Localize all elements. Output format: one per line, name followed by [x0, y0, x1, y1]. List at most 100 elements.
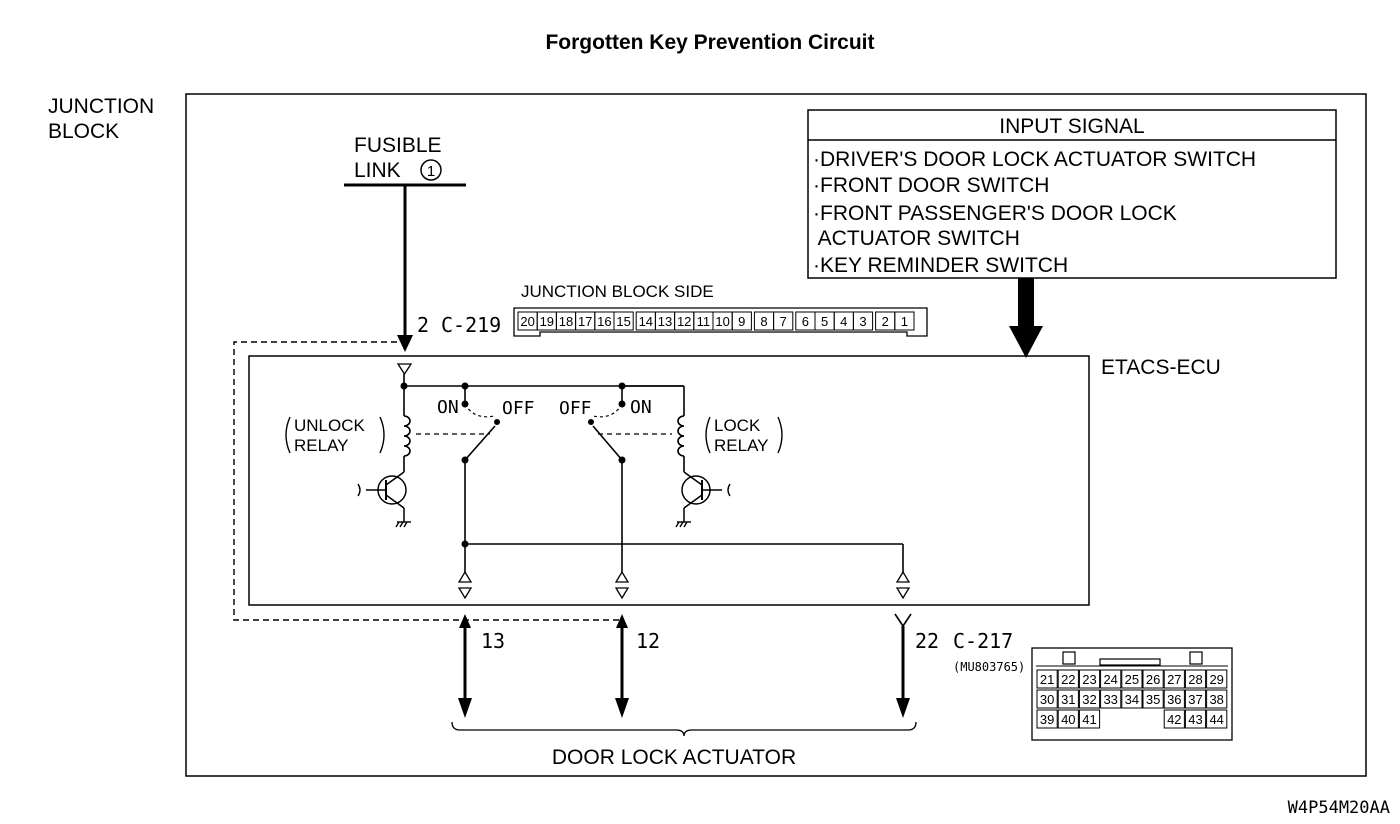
- c217-part-number: (MU803765): [953, 660, 1025, 674]
- unlock-relay-paren-left: [285, 416, 291, 454]
- c217-pin-label: 24: [1103, 672, 1117, 687]
- outer-frame: [185, 93, 1367, 777]
- c219-pin-label: 14: [639, 314, 653, 329]
- c219-pin-label: 16: [597, 314, 611, 329]
- c217-pin-cell: [1036, 689, 1058, 709]
- c217-pin-label: 31: [1061, 692, 1075, 707]
- c217-pin-cell: [1057, 669, 1079, 689]
- c219-pin-label: 11: [697, 314, 711, 329]
- c217-pin-cell: [1184, 669, 1207, 689]
- c217-pin-cell: [1184, 689, 1207, 709]
- input-signal-item: ACTUATOR SWITCH: [813, 227, 1020, 250]
- c217-pin-cell: [1078, 689, 1101, 709]
- c219-outline: [513, 307, 928, 337]
- c217-pin-cell: [1057, 709, 1079, 729]
- c219-pin-label: 2: [882, 314, 889, 329]
- c217-pin-cell: [1121, 669, 1143, 689]
- c219-connector-name: C-219: [441, 313, 501, 337]
- pin12-up-arrow: [616, 614, 628, 628]
- c219-pin-label: 7: [780, 314, 787, 329]
- fusible-link-number-circle: [420, 159, 442, 181]
- c217-pin-label: 44: [1209, 712, 1223, 727]
- c217-pin-cell: [1100, 669, 1122, 689]
- c219-pin-cell: [773, 311, 794, 331]
- figure-code: W4P54M20AA: [1288, 798, 1390, 818]
- c217-pin-cell: [1036, 709, 1058, 729]
- c217-pin-cell: [1184, 709, 1207, 729]
- lock-relay-paren-right: [777, 416, 783, 454]
- c217-pin-label: 32: [1082, 692, 1096, 707]
- pin13-label: 13: [481, 629, 505, 653]
- input-signal-arrow-shaft: [1018, 278, 1034, 328]
- fusible-link-number: 1: [427, 163, 435, 180]
- c217-pin-cell: [1206, 709, 1228, 729]
- c219-terminal-symbol: [396, 363, 413, 376]
- c217-pin-label: 42: [1167, 712, 1181, 727]
- unlock-on-label: ON: [437, 397, 459, 418]
- c217-pin-label: 37: [1188, 692, 1202, 707]
- c219-pin-label: 6: [802, 314, 809, 329]
- c219-pin-label: 5: [821, 314, 828, 329]
- junction-block-side-label: JUNCTION BLOCK SIDE: [521, 282, 714, 301]
- junction-block-dashed-boundary: [233, 341, 622, 621]
- c219-pin-label: 13: [658, 314, 672, 329]
- c217-pin-cell: [1121, 689, 1143, 709]
- c217-pin-label: 34: [1125, 692, 1139, 707]
- input-signal-item: ·DRIVER'S DOOR LOCK ACTUATOR SWITCH: [813, 148, 1256, 171]
- c219-pin-label: 3: [859, 314, 866, 329]
- c217-pin-label: 21: [1040, 672, 1054, 687]
- lock-on-label: ON: [630, 397, 652, 418]
- unlock-ground-icon: [395, 521, 411, 528]
- c217-pin-label: 23: [1082, 672, 1096, 687]
- pin22-down-arrow: [896, 698, 910, 718]
- lock-transistor-collector: [683, 471, 703, 486]
- lock-switch-arm: [592, 425, 623, 461]
- c219-pin-cell: [852, 311, 874, 331]
- c217-pin-label: 29: [1209, 672, 1223, 687]
- c217-connector-name: C-217: [953, 629, 1013, 653]
- pin12-label: 12: [636, 629, 660, 653]
- c219-pin-label: 20: [520, 314, 534, 329]
- c219-pin-cell: [894, 311, 915, 331]
- junction-block-label-line1: JUNCTION: [48, 95, 154, 118]
- c219-pin-cell: [731, 311, 752, 331]
- c217-latch: [1189, 651, 1203, 665]
- c219-pin-label: 15: [616, 314, 630, 329]
- c217-pin-label: 35: [1146, 692, 1160, 707]
- unlock-transistor-emitter: [385, 494, 405, 509]
- c217-pin-label: 36: [1167, 692, 1181, 707]
- pin13-down-arrow: [458, 698, 472, 718]
- c217-pin-label: 33: [1103, 692, 1117, 707]
- terminal-symbol-12: [614, 570, 630, 600]
- c217-pin-label: 22: [1061, 672, 1075, 687]
- terminal-symbol-22: [895, 570, 911, 600]
- unlock-transistor-collector: [385, 471, 405, 486]
- fusible-link-label-line1: FUSIBLE: [354, 134, 442, 157]
- c217-pin-label: 26: [1146, 672, 1160, 687]
- unlock-switch-arm: [464, 425, 496, 461]
- lock-switch-dashed-arc: [592, 403, 623, 418]
- c217-pin-cell: [1163, 669, 1185, 689]
- input-signal-item: ·FRONT PASSENGER'S DOOR LOCK: [813, 202, 1177, 225]
- pin22-y-connector: [894, 613, 912, 628]
- etacs-ecu-box: [248, 355, 1090, 606]
- input-signal-item: ·FRONT DOOR SWITCH: [813, 174, 1049, 197]
- lock-off-label: OFF: [559, 398, 592, 419]
- lock-ground-icon: [675, 521, 691, 528]
- lock-relay-label-line2: RELAY: [714, 436, 769, 455]
- lock-transistor-emitter: [683, 494, 703, 509]
- c217-pin-label: 40: [1061, 712, 1075, 727]
- c217-pin-cell: [1078, 669, 1101, 689]
- unlock-relay-label-line1: UNLOCK: [294, 416, 366, 435]
- lock-relay-coil: [677, 415, 685, 457]
- unlock-switch-dashed-arc: [464, 403, 495, 418]
- lock-off-contact: [588, 419, 594, 425]
- c217-pin-label: 41: [1082, 712, 1096, 727]
- unlock-transistor-tilde: [357, 483, 361, 497]
- unlock-relay-coil: [403, 415, 411, 457]
- c217-pin-label: 38: [1209, 692, 1223, 707]
- c217-pin-label: 39: [1040, 712, 1054, 727]
